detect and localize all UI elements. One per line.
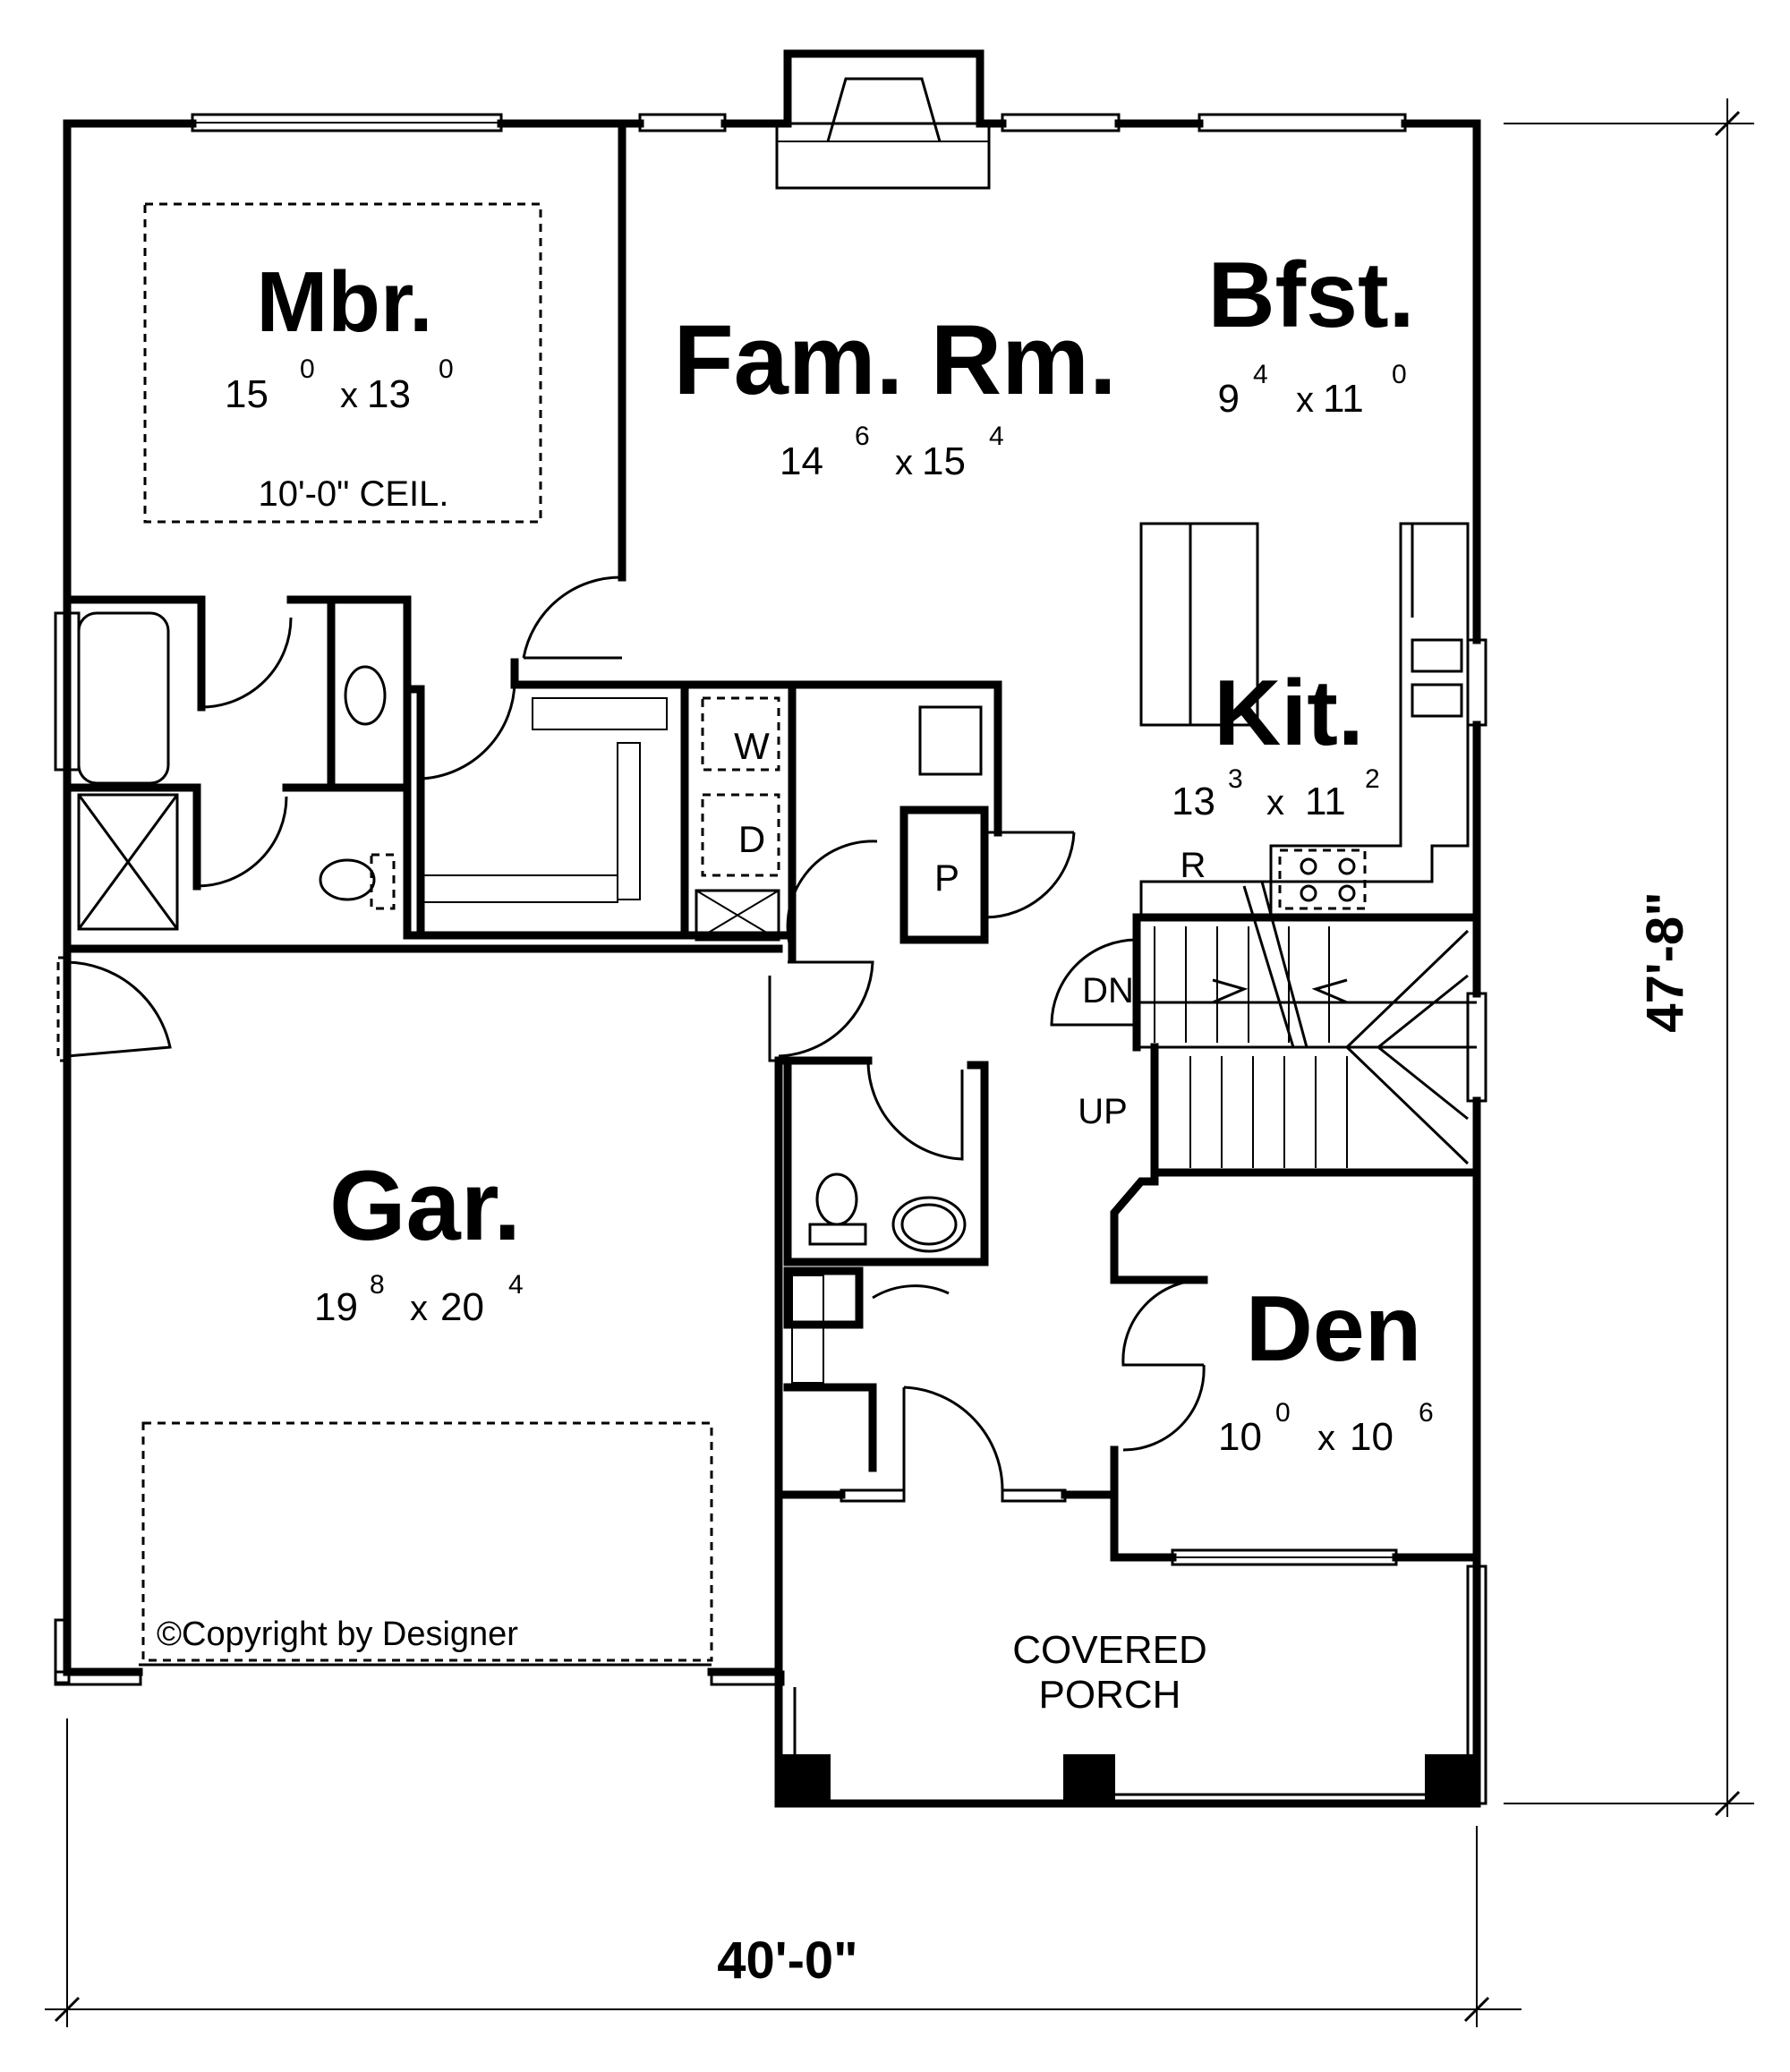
gar-dim-by: x: [410, 1289, 428, 1328]
bfst-dim-h-sup: 0: [1392, 360, 1407, 389]
washer-label: W: [734, 725, 770, 767]
stairs-down-label: DN: [1082, 971, 1134, 1010]
kit-name: Kit.: [1214, 661, 1364, 765]
pantry-label: P: [934, 857, 959, 899]
foyer: [774, 1266, 1119, 1503]
walk-in-closet: [403, 658, 689, 940]
porch: [779, 1566, 1477, 1803]
stairs-up-label: UP: [1078, 1092, 1128, 1131]
stair-treads: [1154, 881, 1470, 1168]
porch-label-line2: PORCH: [1039, 1673, 1181, 1717]
bfst-dim-w: 9: [1218, 377, 1240, 421]
porch-label-line1: COVERED: [1012, 1628, 1207, 1672]
master-bath: [54, 595, 412, 940]
gar-name: Gar.: [329, 1151, 521, 1261]
den: [1110, 1168, 1481, 1566]
kit-dim-h: 11: [1305, 780, 1346, 823]
mbr-dim-by: x: [340, 376, 358, 415]
den-dim-w: 10: [1218, 1415, 1262, 1459]
kit-dim-h-sup: 2: [1365, 764, 1380, 794]
den-dim-w-sup: 0: [1275, 1398, 1291, 1428]
mbr-dim-h-sup: 0: [439, 354, 454, 384]
overall-depth: 47'-8": [1636, 891, 1694, 1032]
den-dim-h: 10: [1350, 1415, 1394, 1459]
kit-dim-w-sup: 3: [1228, 764, 1243, 794]
dryer-label: D: [738, 818, 765, 860]
fam-dim-by: x: [895, 443, 913, 482]
bfst-dim-w-sup: 4: [1253, 360, 1268, 389]
bfst-name: Bfst.: [1207, 243, 1414, 347]
fam-dim-h: 15: [922, 439, 966, 483]
gar-dim-h: 20: [440, 1285, 484, 1329]
mbr-name: Mbr.: [256, 254, 432, 350]
kit-dim-by: x: [1266, 783, 1284, 823]
fam-dim-h-sup: 4: [989, 422, 1004, 451]
top-windows: [191, 113, 1407, 132]
mbr-dim-w-sup: 0: [300, 354, 315, 384]
gar-dim-w-sup: 8: [370, 1270, 385, 1300]
mbr-dim-h: 13: [367, 372, 411, 416]
fam-dim-w-sup: 6: [855, 422, 870, 451]
pantry: [899, 806, 1076, 944]
bfst-dim-h: 11: [1323, 377, 1364, 421]
mbr-dim-w: 15: [225, 372, 268, 416]
laundry: [403, 680, 1002, 962]
den-dim-by: x: [1317, 1419, 1335, 1458]
kitchen: [1137, 522, 1481, 922]
dimension-lines: [45, 98, 1754, 2027]
gar-dim-w: 19: [314, 1285, 358, 1329]
mbr-ceiling-note: 10'-0" CEIL.: [258, 474, 448, 514]
garage: [54, 944, 785, 1686]
bfst-dim-by: x: [1296, 380, 1314, 420]
copyright-text: ©Copyright by Designer: [157, 1616, 518, 1653]
fam-dim-w: 14: [780, 439, 823, 483]
den-dim-h-sup: 6: [1419, 1398, 1434, 1428]
gar-dim-h-sup: 4: [508, 1270, 524, 1300]
fireplace: [775, 49, 991, 190]
fam-name: Fam. Rm.: [673, 305, 1116, 415]
powder-room: [768, 960, 989, 1266]
overall-width: 40'-0": [717, 1931, 857, 1990]
kit-dim-w: 13: [1172, 780, 1215, 823]
den-name: Den: [1246, 1277, 1421, 1381]
refrigerator-label: R: [1181, 846, 1206, 885]
